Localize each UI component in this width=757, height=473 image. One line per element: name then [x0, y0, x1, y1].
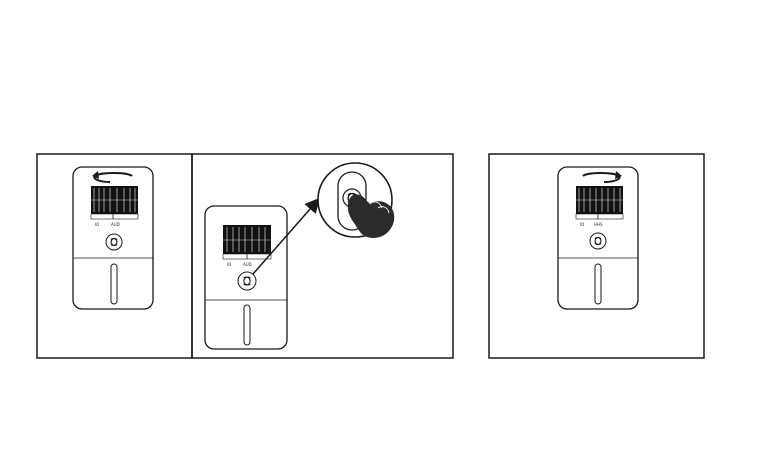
device-3: IO HHS [558, 167, 638, 309]
label-right: AUD [111, 222, 120, 227]
label-left: IO [95, 222, 99, 227]
label-right: AUD [243, 262, 252, 267]
status-slot [595, 264, 601, 304]
dial-knob [223, 225, 271, 259]
device-2: IO AUD [205, 206, 287, 349]
power-button-icon [106, 234, 122, 250]
label-left: IO [227, 262, 231, 267]
device-1: IO AUD [73, 167, 153, 309]
dial-knob [576, 186, 623, 219]
status-slot [111, 264, 117, 304]
magnify-callout [318, 163, 394, 238]
label-left: IO [580, 222, 584, 227]
dial-knob [91, 186, 138, 219]
power-button-icon [238, 272, 256, 290]
label-right: HHS [594, 222, 603, 227]
status-slot [244, 305, 250, 345]
power-button-icon [590, 233, 606, 249]
